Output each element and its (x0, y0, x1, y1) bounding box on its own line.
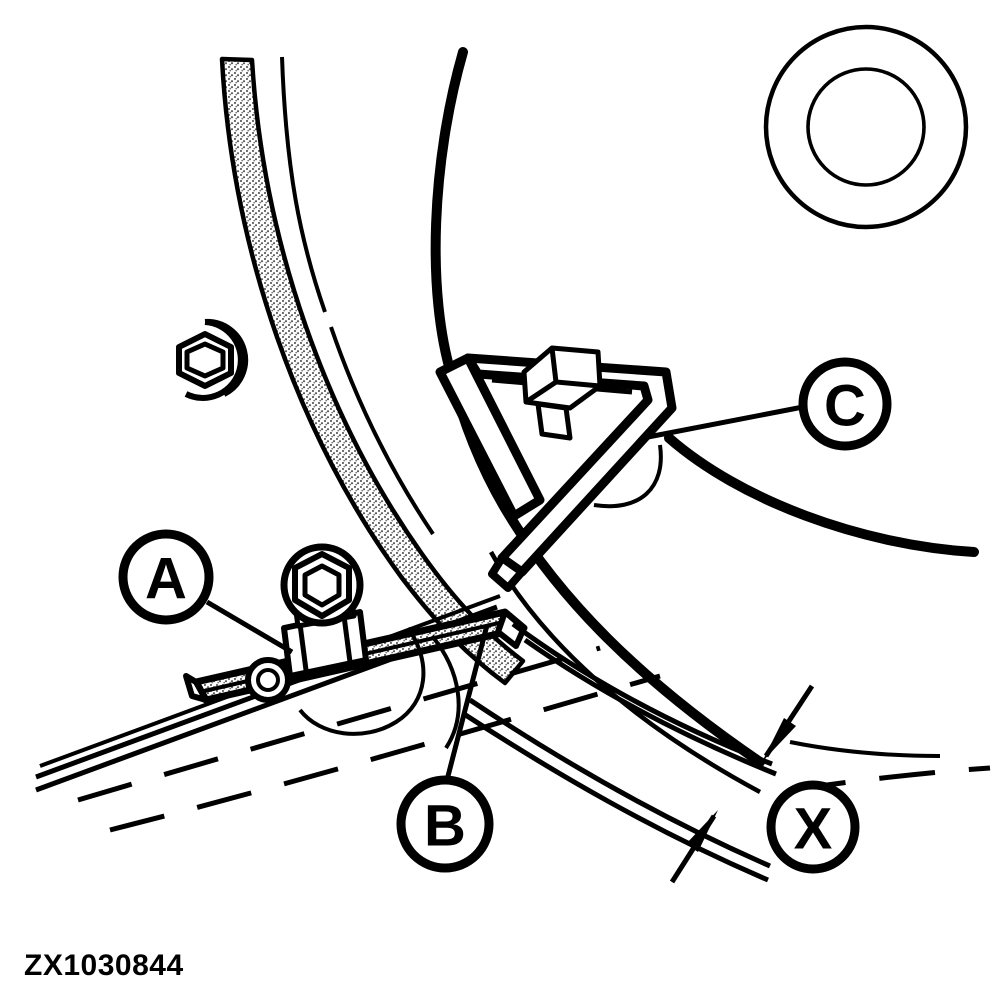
dashed-reference-lines (77, 645, 661, 833)
callout-C[interactable]: C (798, 357, 892, 451)
grommet-ring (245, 657, 291, 703)
callout-B-label: B (424, 794, 466, 859)
dimension-arrow-upper (762, 684, 815, 762)
callout-A-label: A (145, 547, 187, 612)
callout-B[interactable]: B (396, 775, 494, 873)
dimension-extension-lines (789, 740, 941, 758)
dimension-arrow-lower (669, 810, 718, 884)
callout-C-circle[interactable] (798, 357, 892, 451)
hidden-arch-arc-lower-2 (430, 634, 461, 750)
wheel-arch-flange-band (219, 56, 526, 686)
inner-panel-line (280, 56, 327, 313)
figure-caption: ZX1030844 (24, 949, 184, 982)
bolt-head-upper (521, 345, 603, 441)
callout-A-circle[interactable] (118, 529, 214, 625)
lower-body-arc (664, 433, 979, 557)
body-contour-curve (430, 47, 468, 382)
gap-edge-lines (462, 621, 777, 883)
hex-nut-on-stud (280, 543, 369, 679)
callout-X[interactable]: X (766, 780, 860, 874)
concentric-ring-pair (763, 24, 969, 230)
hidden-arch-arc-lower (298, 626, 426, 736)
callout-C-label: C (824, 374, 866, 439)
callout-B-circle[interactable] (396, 775, 494, 873)
callout-X-circle[interactable] (766, 780, 860, 874)
clamp-bracket-C (435, 345, 677, 592)
callout-A[interactable]: A (118, 529, 214, 625)
callout-X-label: X (794, 797, 833, 862)
leader-line-C (647, 404, 804, 440)
leader-line-B (444, 624, 490, 781)
hidden-arch-arc-upper (593, 444, 663, 509)
hex-bolt-head-plan-view (176, 318, 249, 401)
leader-line-A (205, 599, 294, 655)
inner-panel-line-lower (329, 326, 435, 536)
